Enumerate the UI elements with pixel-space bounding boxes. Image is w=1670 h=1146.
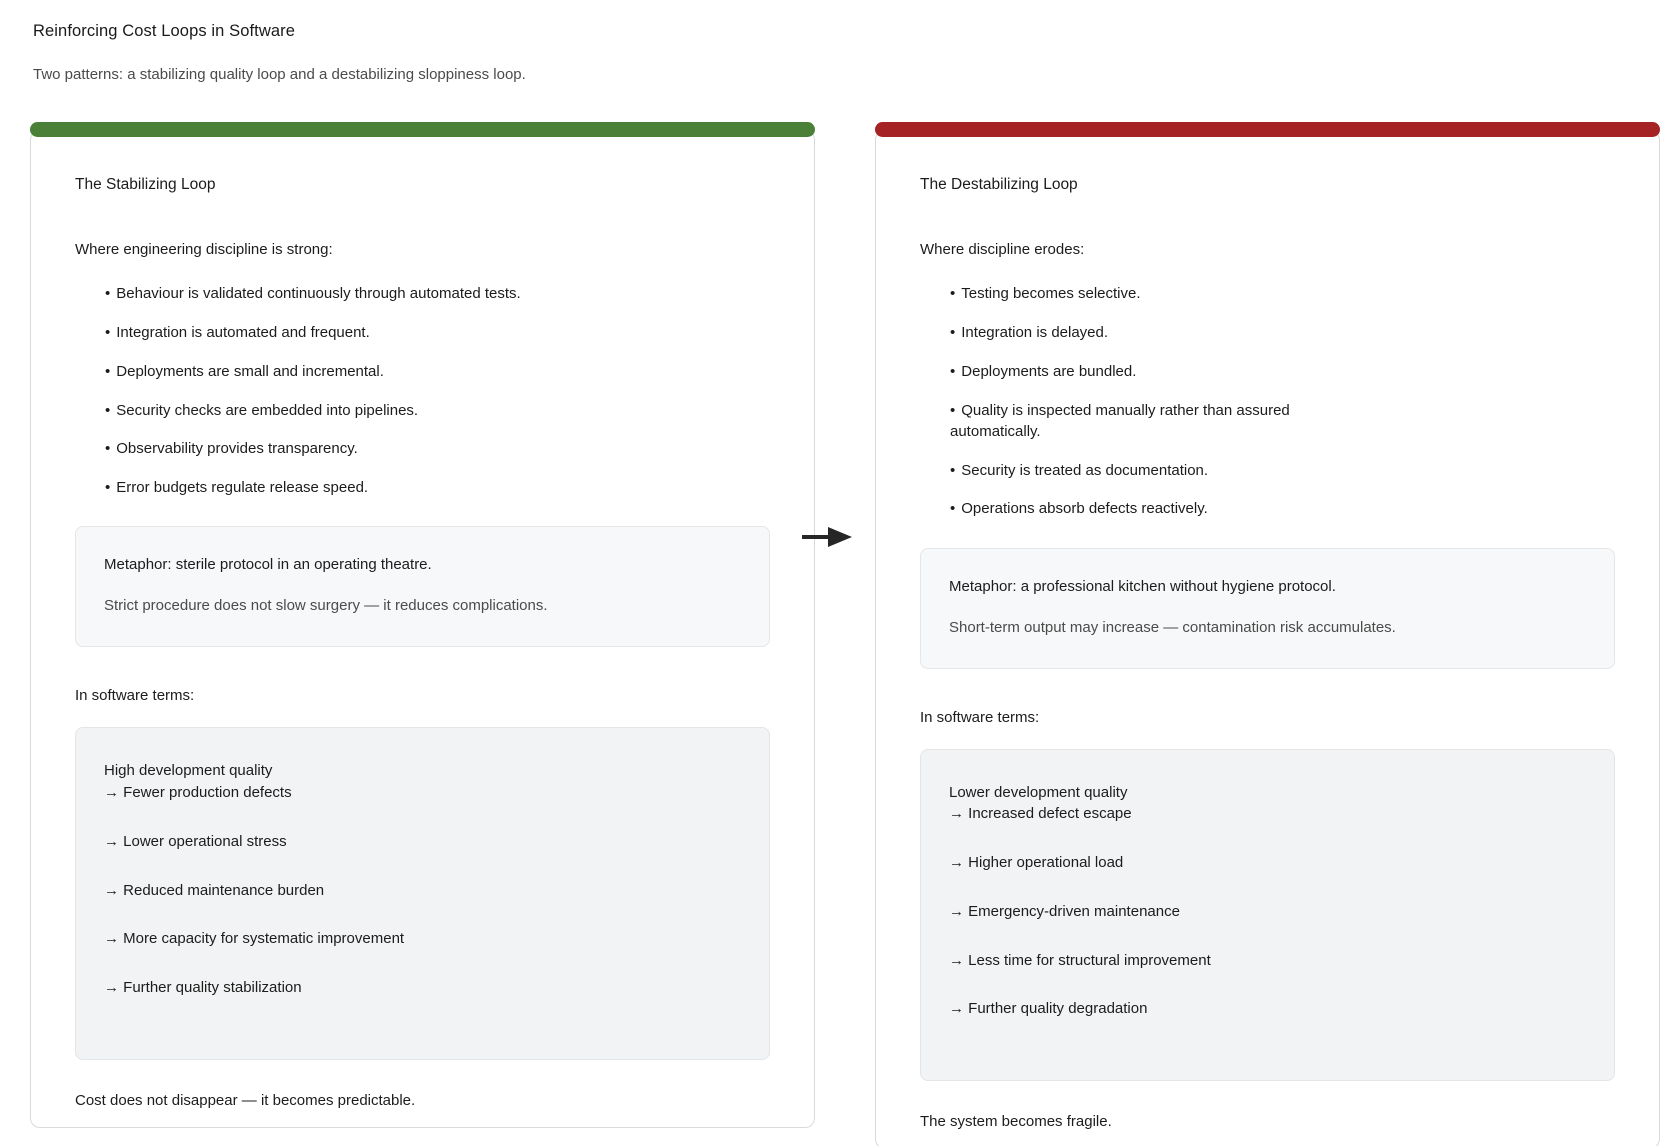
chain-step: → Lower operational stress [104,832,287,850]
bullet-dot-icon: • [105,479,111,497]
bullet-dot-icon: • [950,362,956,380]
list-item: • Security is treated as documentation. [950,460,1370,481]
list-item: • Observability provides transparency. [105,438,525,459]
page-title: Reinforcing Cost Loops in Software [33,22,296,40]
page-header: Reinforcing Cost Loops in Software Two p… [0,0,1670,85]
card-footer: The system becomes fragile. [920,1113,1112,1131]
list-item-label: Operations absorb defects reactively. [961,500,1208,518]
list-item-label: Observability provides transparency. [116,440,358,458]
destabilizing-accent-bar [875,122,1660,137]
software-terms-label: In software terms: [75,687,195,705]
card-footer: Cost does not disappear — it becomes pre… [75,1091,416,1109]
card-title: The Destabilizing Loop [920,176,1078,193]
list-item: • Operations absorb defects reactively. [950,498,1370,519]
list-item: • Integration is automated and frequent. [105,322,525,343]
list-item: • Security checks are embedded into pipel… [105,400,525,421]
stabilizing-loop-card-wrapper: The Stabilizing Loop Where engineering d… [30,122,815,1128]
software-terms-label: In software terms: [920,708,1040,726]
bullet-dot-icon: • [950,323,956,341]
list-item-label: Deployments are bundled. [961,362,1137,380]
bullet-dot-icon: • [105,440,111,458]
list-item: • Integration is delayed. [950,322,1370,343]
list-item-label: Quality is inspected manually rather tha… [950,401,1290,440]
bullet-dot-icon: • [950,500,956,518]
list-item-label: Integration is delayed. [961,323,1109,341]
bullet-dot-icon: • [105,323,111,341]
bullet-dot-icon: • [950,285,956,303]
list-item: • Deployments are bundled. [950,361,1370,382]
list-item-label: Security is treated as documentation. [961,461,1209,479]
arrow-right-icon [802,527,852,547]
card-lead: Where discipline erodes: [920,241,1085,259]
metaphor-panel: Metaphor: a professional kitchen without… [920,547,1615,669]
chain-step: → Emergency-driven maintenance [949,902,1180,920]
metaphor-statement: Metaphor: a professional kitchen without… [949,577,1336,595]
discipline-bullet-list: • Behaviour is validated continuously thr… [75,283,770,498]
destabilizing-loop-card[interactable]: The Destabilizing Loop Where discipline … [875,130,1660,1146]
chain-step: → Further quality stabilization [104,979,302,997]
stabilizing-loop-card[interactable]: The Stabilizing Loop Where engineering d… [30,130,815,1128]
bullet-dot-icon: • [950,401,956,419]
list-item: • Error budgets regulate release speed. [105,477,525,498]
list-item-label: Behaviour is validated continuously thro… [116,285,521,303]
bullet-dot-icon: • [950,461,956,479]
list-item-label: Security checks are embedded into pipeli… [116,401,419,419]
chain-step: → Further quality degradation [949,1000,1148,1018]
stabilizing-accent-bar [30,122,815,137]
chain-step: → More capacity for systematic improveme… [104,930,405,948]
metaphor-panel: Metaphor: sterile protocol in an operati… [75,526,770,648]
metaphor-explanation: Short-term output may increase — contami… [949,618,1396,636]
destabilizing-loop-card-wrapper: The Destabilizing Loop Where discipline … [875,122,1660,1146]
chain-step: → Less time for structural improvement [949,951,1211,969]
bullet-dot-icon: • [105,362,111,380]
card-title: The Stabilizing Loop [75,176,216,193]
chain-step: → Higher operational load [949,854,1124,872]
bullet-dot-icon: • [105,401,111,419]
page-subtitle: Two patterns: a stabilizing quality loop… [33,66,526,84]
list-item-label: Testing becomes selective. [961,285,1141,303]
list-item: • Deployments are small and incremental. [105,361,525,382]
list-item-label: Error budgets regulate release speed. [116,479,369,497]
chain-step: Lower development quality → Increased de… [949,783,1132,823]
list-item-label: Integration is automated and frequent. [116,323,370,341]
metaphor-statement: Metaphor: sterile protocol in an operati… [104,556,432,574]
card-lead: Where engineering discipline is strong: [75,241,333,259]
list-item: •Quality is inspected manually rather th… [950,400,1370,443]
list-item: • Testing becomes selective. [950,283,1370,304]
loop-connector [798,515,858,559]
loop-cards-row: The Stabilizing Loop Where engineering d… [0,122,1670,1146]
causal-chain-panel: Lower development quality → Increased de… [920,748,1615,1082]
list-item-label: Deployments are small and incremental. [116,362,384,380]
chain-step: High development quality → Fewer product… [104,762,292,802]
list-item: • Behaviour is validated continuously thr… [105,283,525,304]
chain-step: → Reduced maintenance burden [104,881,325,899]
causal-chain-panel: High development quality → Fewer product… [75,727,770,1060]
bullet-dot-icon: • [105,285,111,303]
metaphor-explanation: Strict procedure does not slow surgery —… [104,597,548,615]
erosion-bullet-list: • Testing becomes selective. • Integration… [920,283,1615,520]
